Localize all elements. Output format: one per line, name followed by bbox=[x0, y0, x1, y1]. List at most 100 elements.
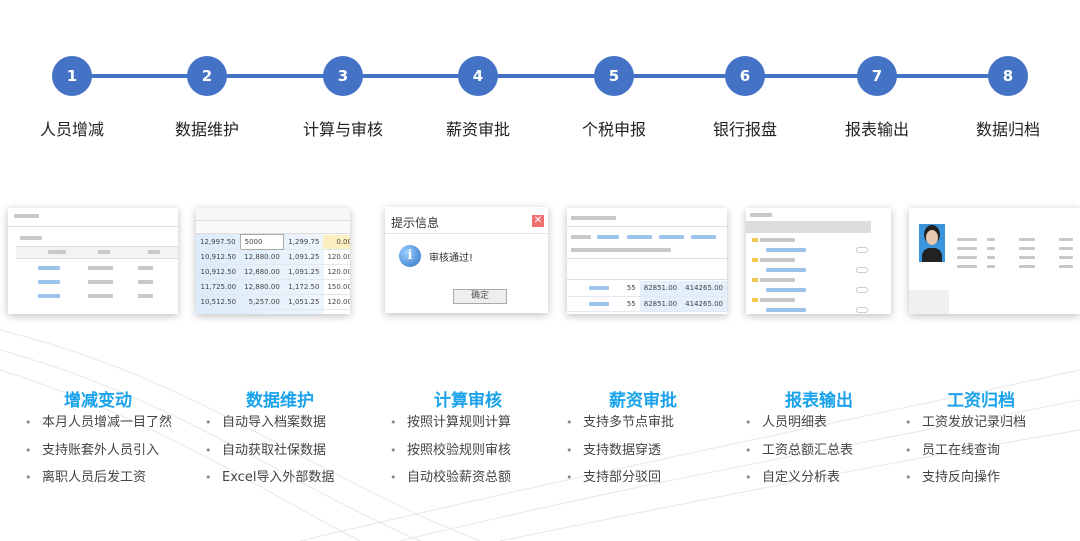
table-cell: 10,912.50 bbox=[196, 249, 241, 265]
list-item: 支持账套外人员引入 bbox=[25, 441, 172, 469]
table-cell: 120.00 bbox=[323, 264, 350, 280]
table-cell: 5,257.00 bbox=[240, 294, 284, 310]
thumbnail-personnel-changes bbox=[8, 208, 178, 314]
feature-title: 工资归档 bbox=[947, 391, 1015, 411]
table-cell: 12,880.00 bbox=[240, 279, 284, 295]
table-cell: 82851.00 bbox=[639, 296, 682, 312]
list-item: 本月人员增减一目了然 bbox=[25, 413, 172, 441]
table-cell: 1,091.25 bbox=[283, 309, 324, 314]
list-item: 员工在线查询 bbox=[905, 441, 1026, 469]
toggle-switch[interactable] bbox=[856, 267, 868, 273]
table-cell: 1,051.25 bbox=[283, 294, 324, 310]
thumbnail-salary-archive bbox=[909, 208, 1080, 314]
list-item: 自动导入档案数据 bbox=[205, 413, 334, 441]
employee-photo bbox=[919, 224, 945, 262]
table-cell: 10,912.50 bbox=[196, 264, 241, 280]
feature-list: 按照计算规则计算按照校验规则审核自动校验薪资总额 bbox=[390, 413, 511, 496]
step-6-circle: 6 bbox=[725, 56, 765, 96]
folder-icon bbox=[752, 258, 758, 262]
step-8-circle: 8 bbox=[988, 56, 1028, 96]
table-cell: 1,172.50 bbox=[283, 279, 324, 295]
thumbnail-report-output bbox=[746, 208, 891, 314]
step-2-circle: 2 bbox=[187, 56, 227, 96]
step-7-circle: 7 bbox=[857, 56, 897, 96]
list-item: 离职人员后发工资 bbox=[25, 468, 172, 496]
table-cell: 120.00 bbox=[323, 249, 350, 265]
dialog-message: 审核通过! bbox=[429, 253, 474, 264]
feature-list: 支持多节点审批支持数据穿透支持部分驳回 bbox=[566, 413, 674, 496]
list-item: Excel导入外部数据 bbox=[205, 468, 334, 496]
step-3-circle: 3 bbox=[323, 56, 363, 96]
table-cell: 120.00 bbox=[323, 294, 350, 310]
step-6-label: 银行报盘 bbox=[712, 120, 777, 139]
folder-icon bbox=[752, 278, 758, 282]
feature-title: 报表输出 bbox=[785, 391, 853, 411]
table-cell: 55 bbox=[622, 281, 640, 297]
list-item: 自动校验薪资总额 bbox=[390, 468, 511, 496]
feature-title: 薪资审批 bbox=[609, 391, 677, 411]
process-connector-line bbox=[72, 74, 1008, 78]
list-item: 工资发放记录归档 bbox=[905, 413, 1026, 441]
list-item: 支持数据穿透 bbox=[566, 441, 674, 469]
table-cell: 1,299.75 bbox=[283, 234, 324, 250]
table-cell: 150.00 bbox=[323, 279, 350, 295]
table-cell: 5000 bbox=[239, 234, 285, 250]
table-cell: 12,997.50 bbox=[196, 234, 241, 250]
folder-icon bbox=[752, 238, 758, 242]
toggle-switch[interactable] bbox=[856, 307, 868, 313]
step-4-circle: 4 bbox=[458, 56, 498, 96]
table-cell: 1,091.25 bbox=[283, 264, 324, 280]
table-cell: 12,880.00 bbox=[240, 249, 284, 265]
table-cell: 120.00 bbox=[323, 309, 350, 314]
folder-icon bbox=[752, 298, 758, 302]
audit-dialog: 提示信息 ✕ i 审核通过! 确定 bbox=[385, 207, 548, 313]
step-3-label: 计算与审核 bbox=[302, 120, 383, 139]
table-cell: 1,091.25 bbox=[283, 249, 324, 265]
step-5-label: 个税申报 bbox=[581, 120, 646, 139]
list-item: 人员明细表 bbox=[745, 413, 853, 441]
table-cell: 10,512.50 bbox=[196, 294, 241, 310]
table-cell: 5,257.00 bbox=[240, 309, 284, 314]
table-cell: 12,880.00 bbox=[240, 264, 284, 280]
step-5-circle: 5 bbox=[594, 56, 634, 96]
step-1-label: 人员增减 bbox=[39, 120, 104, 139]
list-item: 自定义分析表 bbox=[745, 468, 853, 496]
table-cell: 0.00 bbox=[323, 234, 350, 250]
table-cell: 414265.00 bbox=[681, 296, 727, 312]
list-item: 按照计算规则计算 bbox=[390, 413, 511, 441]
feature-title: 计算审核 bbox=[434, 391, 502, 411]
step-4-label: 薪资审批 bbox=[445, 120, 510, 139]
dialog-title: 提示信息 bbox=[391, 216, 440, 230]
feature-list: 本月人员增减一目了然支持账套外人员引入离职人员后发工资 bbox=[25, 413, 172, 496]
info-icon: i bbox=[399, 245, 421, 267]
table-cell: 82851.00 bbox=[639, 281, 682, 297]
table-cell: 11,725.00 bbox=[196, 279, 241, 295]
close-icon[interactable]: ✕ bbox=[532, 215, 544, 227]
feature-title: 增减变动 bbox=[64, 391, 132, 411]
list-item: 工资总额汇总表 bbox=[745, 441, 853, 469]
feature-list: 人员明细表工资总额汇总表自定义分析表 bbox=[745, 413, 853, 496]
list-item: 自动获取社保数据 bbox=[205, 441, 334, 469]
list-item: 支持反向操作 bbox=[905, 468, 1026, 496]
table-cell: 10,912.50 bbox=[196, 309, 241, 314]
feature-list: 工资发放记录归档员工在线查询支持反向操作 bbox=[905, 413, 1026, 496]
list-item: 按照校验规则审核 bbox=[390, 441, 511, 469]
toggle-switch[interactable] bbox=[856, 247, 868, 253]
table-cell: 55 bbox=[622, 296, 640, 312]
ok-button[interactable]: 确定 bbox=[453, 289, 507, 304]
toggle-switch[interactable] bbox=[856, 287, 868, 293]
list-item: 支持多节点审批 bbox=[566, 413, 674, 441]
feature-title: 数据维护 bbox=[246, 391, 314, 411]
